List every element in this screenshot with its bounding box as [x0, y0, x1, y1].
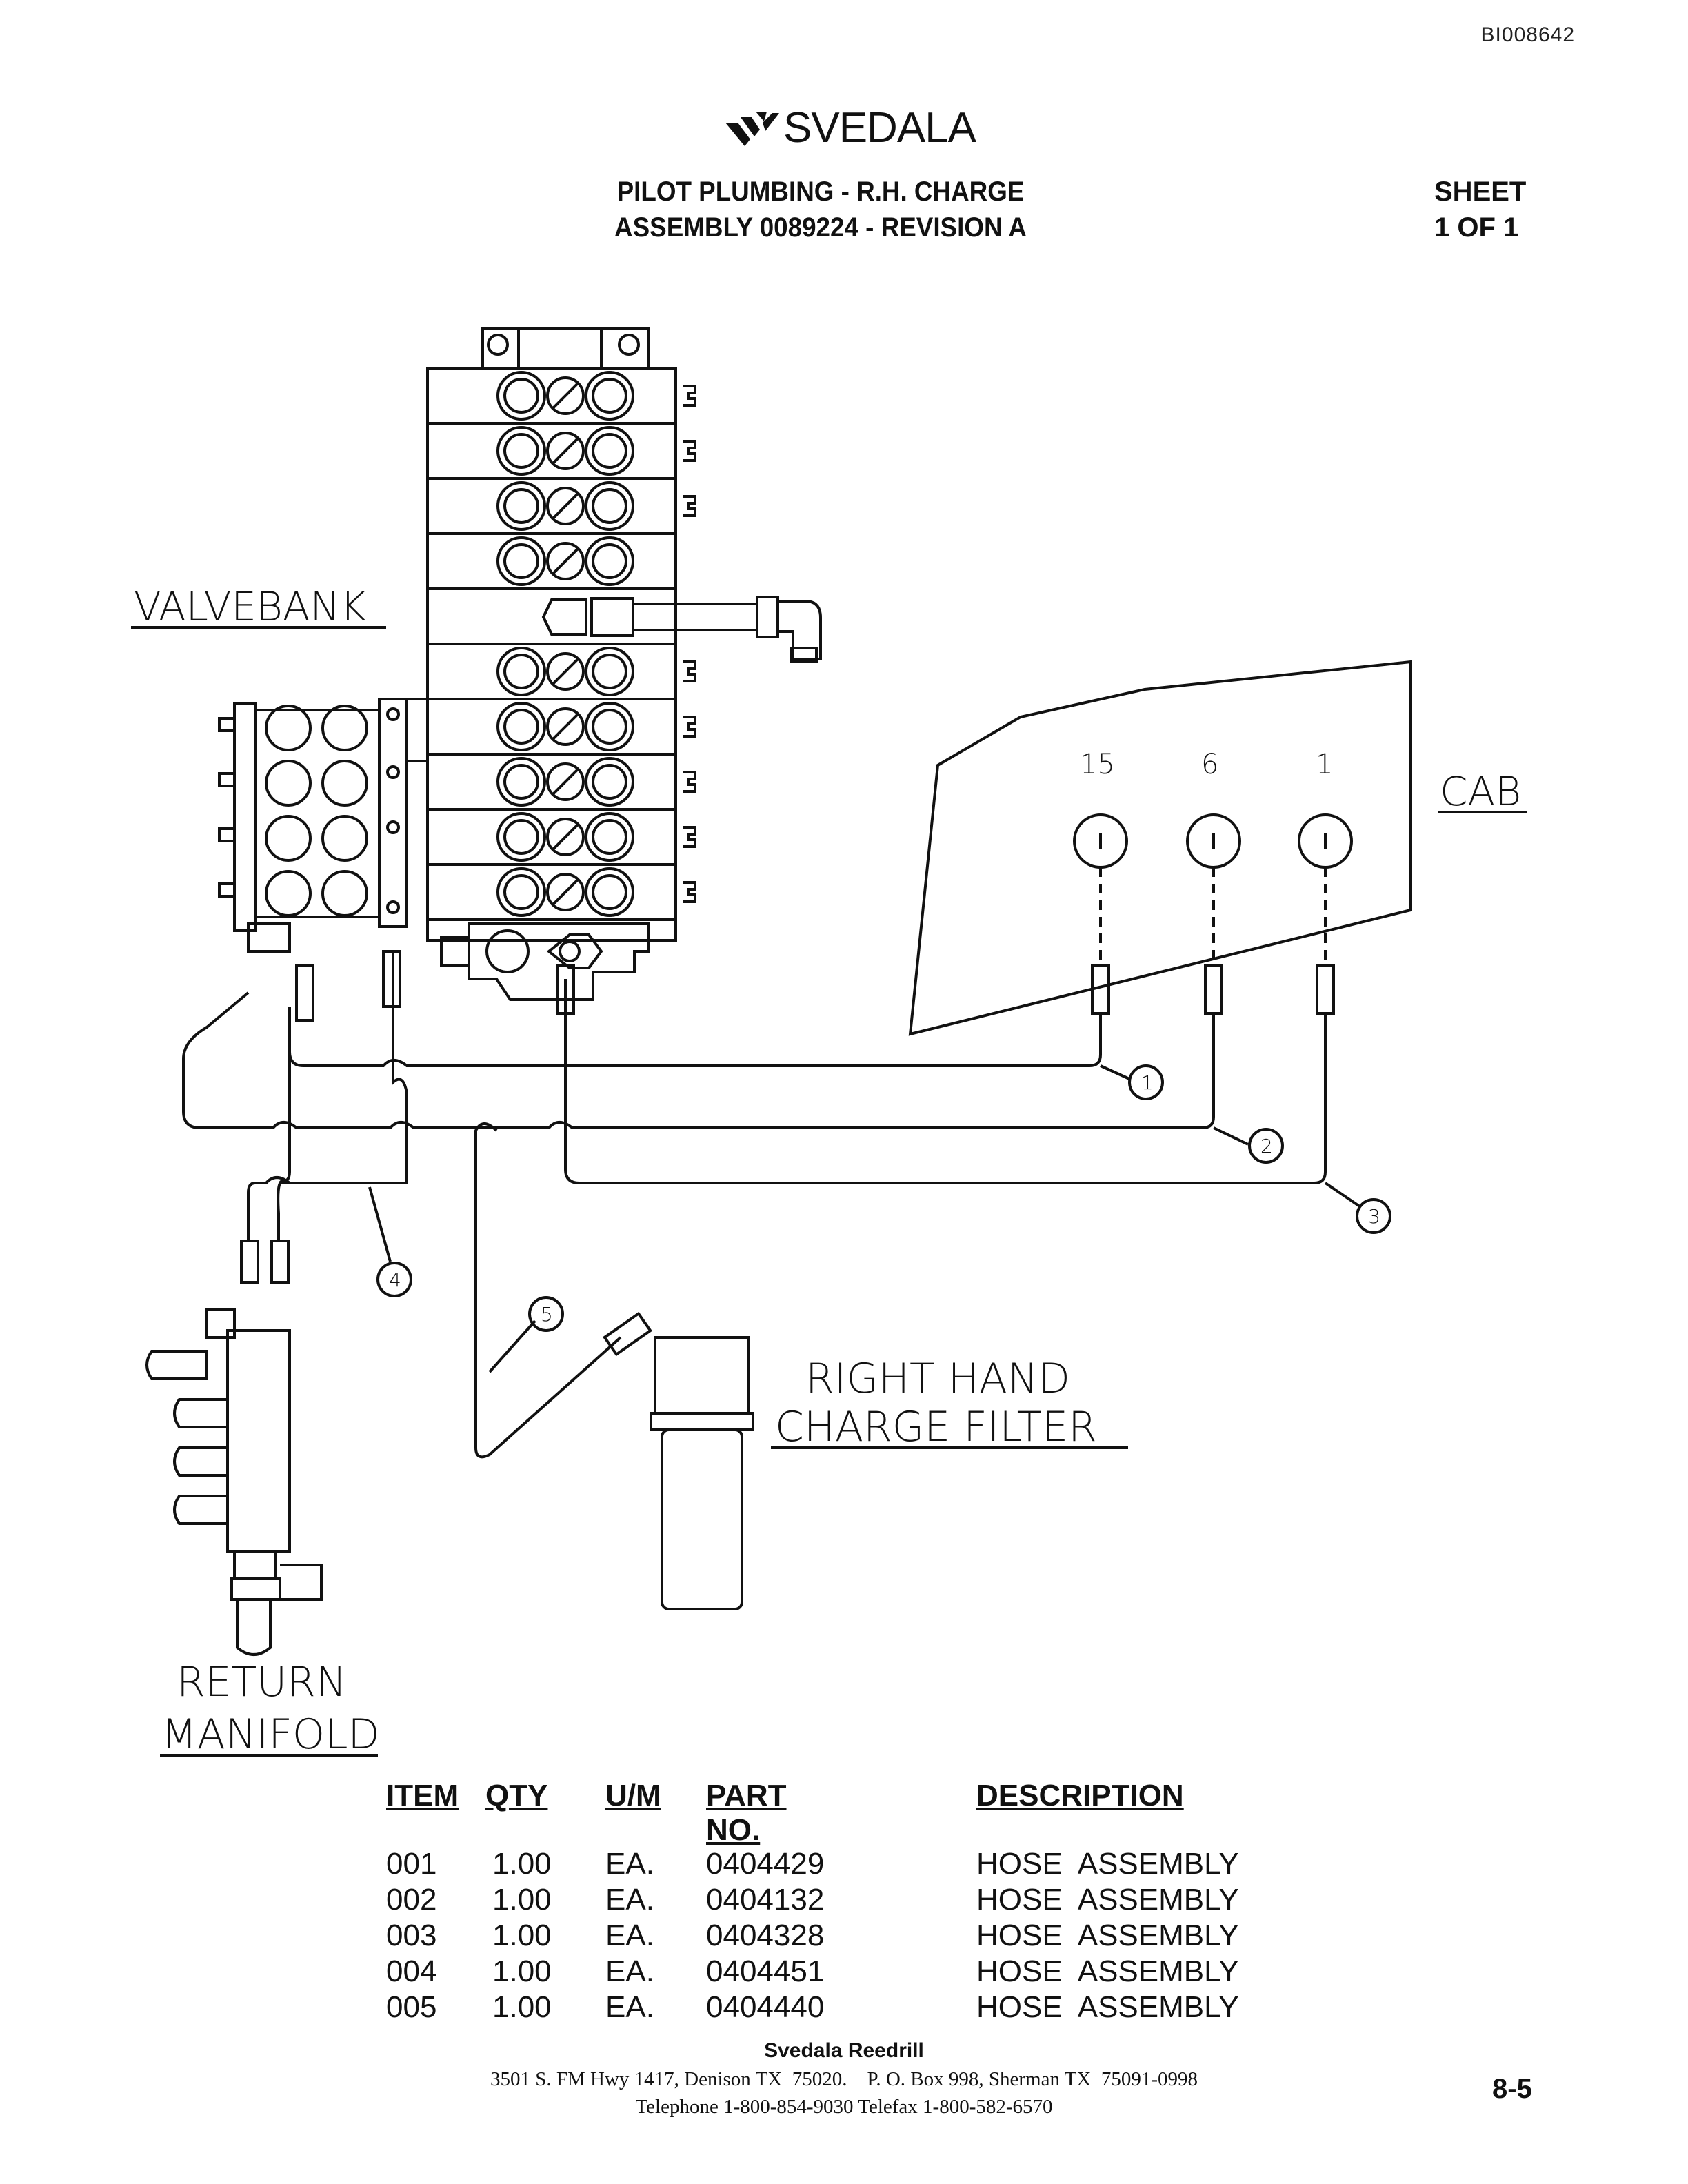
title-line-2: ASSEMBLY 0089224 - REVISION A: [614, 212, 1027, 243]
table-row-description: HOSE ASSEMBLY: [976, 1990, 1239, 2024]
valvebank-bottom-block: [468, 922, 650, 1001]
cab-panel-outline: [908, 660, 1412, 1036]
table-row-qty: 1.00: [492, 1919, 552, 1952]
hose-3: [564, 979, 1327, 1184]
charge-filter-head: [654, 1336, 750, 1415]
callout-3: 3: [1368, 1205, 1380, 1228]
footer-address: 3501 S. FM Hwy 1417, Denison TX 75020. P…: [490, 2068, 1198, 2090]
title-line-1: PILOT PLUMBING - R.H. CHARGE: [616, 176, 1025, 207]
label-charge-filter-1: RIGHT HAND: [805, 1355, 1070, 1403]
hose-1: [288, 1007, 1102, 1067]
table-row-item: 002: [386, 1883, 437, 1917]
parts-header-qty: QTY: [485, 1779, 548, 1812]
side-bank-plate: [233, 702, 257, 932]
valvebank-ports: [496, 371, 634, 917]
charge-filter-canister: [661, 1428, 743, 1610]
parts-header-description: DESCRIPTION: [976, 1779, 1184, 1812]
cab-port-label-15: 15: [1080, 749, 1115, 780]
table-row-um: EA.: [605, 1883, 654, 1917]
label-valvebank: VALVEBANK: [134, 583, 366, 630]
table-row-description: HOSE ASSEMBLY: [976, 1919, 1239, 1952]
cab-port-label-1: 1: [1316, 749, 1333, 780]
document-id: BI008642: [1480, 23, 1575, 46]
valvebank-body: [426, 367, 677, 942]
sheet-info: SHEET 1 OF 1: [1434, 174, 1526, 245]
table-row-item: 005: [386, 1990, 437, 2024]
page-number: 8-5: [1492, 2074, 1532, 2104]
svedala-logo: SVEDALA: [724, 103, 976, 152]
parts-header-um: U/M: [605, 1779, 661, 1812]
callout-4: 4: [389, 1268, 401, 1291]
table-row-um: EA.: [605, 1847, 654, 1881]
hose-4: [247, 951, 408, 1241]
sheet-label: SHEET: [1434, 176, 1527, 207]
return-manifold-fitting-a: [240, 1240, 259, 1284]
footer-phone: Telephone 1-800-854-9030 Telefax 1-800-5…: [635, 2096, 1053, 2118]
table-row-description: HOSE ASSEMBLY: [976, 1847, 1239, 1881]
callout-2: 2: [1260, 1135, 1273, 1157]
label-return-manifold-2: MANIFOLD: [161, 1710, 380, 1759]
table-row-part-no: 0404132: [706, 1883, 825, 1917]
parts-header-part-no: PART NO.: [706, 1779, 787, 1847]
plumbing-drawing: VALVEBANK CAB RIGHT HAND CHARGE FILTER R…: [131, 327, 1527, 1759]
cab-fitting-6: [1204, 964, 1223, 1015]
callout-bubbles: [376, 1064, 1391, 1332]
side-bank-ports: [218, 705, 400, 917]
return-manifold-fitting-b: [270, 1240, 290, 1284]
valvebank-elbow-fitting: [541, 596, 822, 663]
valvebank-spool-ends: [683, 385, 696, 903]
table-row-part-no: 0404328: [706, 1919, 825, 1952]
valvebank-sections: [428, 422, 676, 921]
table-row-um: EA.: [605, 1954, 654, 1988]
callout-1: 1: [1141, 1071, 1154, 1094]
return-manifold-body: [226, 1329, 291, 1553]
cab-fitting-1: [1316, 964, 1335, 1015]
sheet-count: 1 OF 1: [1434, 212, 1519, 243]
svedala-logo-wordmark: SVEDALA: [783, 104, 976, 152]
table-row-description: HOSE ASSEMBLY: [976, 1883, 1239, 1917]
hose-2: [182, 991, 1215, 1129]
callout-5: 5: [541, 1303, 553, 1326]
footer-company: Svedala Reedrill: [764, 2039, 924, 2062]
table-row-part-no: 0404451: [706, 1954, 825, 1988]
table-row-qty: 1.00: [492, 1883, 552, 1917]
table-row-description: HOSE ASSEMBLY: [976, 1954, 1239, 1988]
page-title: PILOT PLUMBING - R.H. CHARGE ASSEMBLY 00…: [547, 174, 1093, 245]
label-cab: CAB: [1440, 768, 1521, 815]
parts-header-item: ITEM: [386, 1779, 459, 1812]
label-charge-filter-2: CHARGE FILTER: [775, 1403, 1097, 1451]
table-row-part-no: 0404440: [706, 1990, 825, 2024]
cab-port-label-6: 6: [1201, 749, 1218, 780]
table-row-um: EA.: [605, 1990, 654, 2024]
table-row-um: EA.: [605, 1919, 654, 1952]
hose-4-branch: [277, 1007, 291, 1241]
table-row-qty: 1.00: [492, 1954, 552, 1988]
svedala-logo-mark: [725, 112, 779, 146]
table-row-part-no: 0404429: [706, 1847, 825, 1881]
table-row-item: 004: [386, 1954, 437, 1988]
table-row-qty: 1.00: [492, 1847, 552, 1881]
label-return-manifold-1: RETURN: [177, 1658, 347, 1706]
table-row-qty: 1.00: [492, 1990, 552, 2024]
hose-5: [474, 1122, 622, 1459]
table-row-item: 001: [386, 1847, 437, 1881]
table-row-item: 003: [386, 1919, 437, 1952]
